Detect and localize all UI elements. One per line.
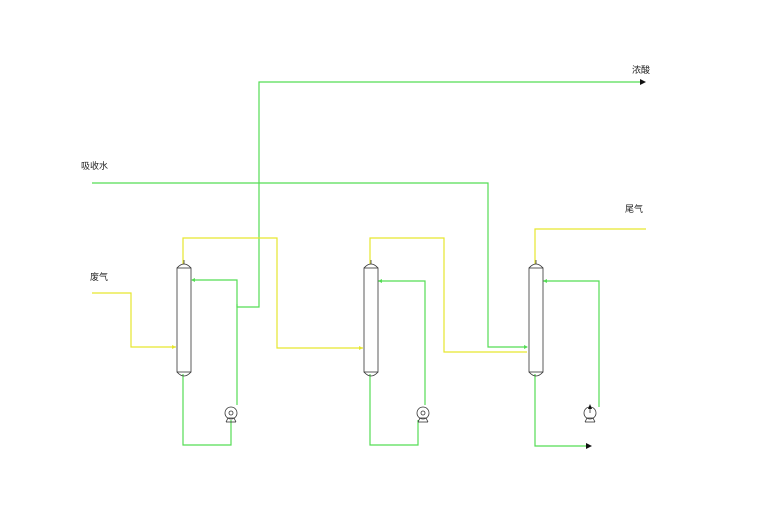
column-2-gas-inlet-marker bbox=[359, 346, 363, 350]
gas-line-1-to-2 bbox=[182, 237, 363, 349]
circulation-pump-3 bbox=[583, 404, 597, 423]
concentrated-acid-line bbox=[236, 81, 640, 308]
concentrated-acid-arrow bbox=[640, 79, 646, 85]
column-1-bottom-line bbox=[182, 374, 232, 446]
column-3-liquid-inlet-marker bbox=[543, 279, 547, 283]
concentrated-acid-label: 浓酸 bbox=[632, 66, 651, 76]
circulation-pump-1 bbox=[224, 406, 238, 423]
absorption-column-2 bbox=[363, 260, 379, 377]
absorbent-water-label: 吸收水 bbox=[81, 162, 109, 172]
tail-gas-line bbox=[534, 228, 646, 264]
waste-gas-label: 废气 bbox=[90, 273, 109, 283]
column-3-recycle-line bbox=[543, 280, 600, 407]
absorption-column-1 bbox=[176, 260, 192, 377]
waste-gas-line bbox=[92, 292, 176, 348]
column-2-recycle-line bbox=[378, 280, 426, 405]
absorbent-water-line bbox=[92, 182, 527, 348]
circulation-pump-2 bbox=[416, 406, 430, 423]
tail-gas-label: 尾气 bbox=[625, 205, 644, 215]
column-3-bottom-arrow bbox=[586, 443, 592, 449]
column-1-recycle-line bbox=[192, 279, 238, 405]
gas-line-2-to-3 bbox=[369, 237, 527, 353]
column-3-bottom-line bbox=[534, 374, 589, 447]
column-2-liquid-inlet-marker bbox=[378, 279, 382, 283]
absorbent-water-arrow bbox=[524, 345, 528, 349]
column-1-gas-inlet-marker bbox=[172, 345, 176, 349]
absorption-column-3 bbox=[528, 260, 544, 377]
column-2-bottom-line bbox=[369, 374, 419, 446]
column-1-liquid-inlet-marker bbox=[191, 278, 195, 282]
